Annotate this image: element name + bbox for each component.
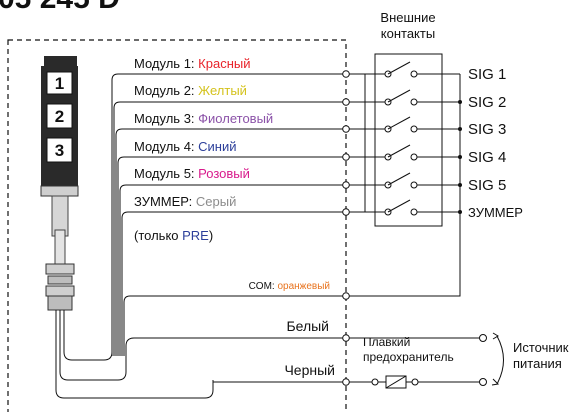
pre-note: (только PRE) xyxy=(134,228,213,243)
terminal-1 xyxy=(342,70,350,78)
module-5-color: Розовый xyxy=(198,166,250,181)
tower-nut-2 xyxy=(47,275,73,285)
wire-module-1 xyxy=(111,73,344,356)
fuse-label-line-1: Плавкий xyxy=(363,335,410,349)
com-return-wire xyxy=(349,74,461,297)
module-1-color: Красный xyxy=(198,56,250,71)
fuse xyxy=(371,375,419,389)
tower-nut-3 xyxy=(45,285,75,297)
terminal-com xyxy=(342,292,350,300)
wire-white xyxy=(125,337,344,372)
wire-module-3 xyxy=(115,128,344,356)
module-wires xyxy=(111,73,344,383)
white-wire-label: Белый xyxy=(286,318,329,334)
terminal-black xyxy=(342,378,350,386)
device-boundary xyxy=(7,39,347,412)
source-terminal-top xyxy=(479,334,487,342)
buzzer-label: ЗУММЕР: Серый xyxy=(134,194,236,209)
source-bracket xyxy=(496,335,504,385)
wire-buzzer xyxy=(121,211,344,356)
switch-contacts xyxy=(384,61,460,216)
terminal-white xyxy=(342,334,350,342)
cable-bundle xyxy=(55,310,214,399)
com-color: оранжевый xyxy=(277,281,330,292)
module-labels: Модуль 1: Красный Модуль 2: Желтый Модул… xyxy=(134,56,273,243)
switch-2 xyxy=(384,89,460,106)
switch-1 xyxy=(384,61,460,78)
terminal-3 xyxy=(342,125,350,133)
junction-dots xyxy=(458,100,462,214)
module-3-color: Фиолетовый xyxy=(198,111,273,126)
wire-module-4 xyxy=(117,156,344,356)
module-label-5: Модуль 5: Розовый xyxy=(134,166,250,181)
switch-buzzer xyxy=(384,199,460,216)
module-label-4: Модуль 4: Синий xyxy=(134,139,237,154)
wire-com xyxy=(123,295,344,356)
tower-tier-1 xyxy=(46,71,73,95)
black-wire-label: Черный xyxy=(284,362,335,378)
tower-number-1: 1 xyxy=(55,74,64,93)
tower-number-2: 2 xyxy=(55,107,64,126)
signal-tower: 1 2 3 xyxy=(40,56,79,311)
external-wires xyxy=(349,73,480,383)
terminal-5 xyxy=(342,181,350,189)
external-contacts-line-2: контакты xyxy=(381,26,435,41)
buzzer-color: Серый xyxy=(196,194,236,209)
sig-label-3: SIG 3 xyxy=(468,121,506,138)
title-partial: 05 245 D xyxy=(0,0,120,15)
module-label-1: Модуль 1: Красный xyxy=(134,56,250,71)
tower-nut-1 xyxy=(45,263,75,275)
module-label-2: Модуль 2: Желтый xyxy=(134,83,247,98)
tower-neck xyxy=(40,185,79,197)
module-label-3: Модуль 3: Фиолетовый xyxy=(134,111,273,126)
source-label-line-2: питания xyxy=(513,356,562,371)
terminal-4 xyxy=(342,153,350,161)
fuse-label-line-2: предохранитель xyxy=(363,350,454,364)
terminals xyxy=(342,70,350,386)
switch-4 xyxy=(384,144,460,161)
source-label-line-1: Источник xyxy=(513,340,569,355)
module-4-color: Синий xyxy=(198,139,236,154)
source-terminal-bottom xyxy=(479,378,487,386)
sig-label-4: SIG 4 xyxy=(468,149,506,166)
tower-cap xyxy=(44,56,77,66)
wire-module-2 xyxy=(113,101,344,356)
com-label: COM: оранжевый xyxy=(249,281,330,292)
tower-tier-2 xyxy=(46,103,73,129)
sig-label-1: SIG 1 xyxy=(468,66,506,83)
terminal-buzzer xyxy=(342,208,350,216)
switch-5 xyxy=(384,172,460,189)
pre-highlight: PRE xyxy=(182,228,209,243)
terminal-2 xyxy=(342,98,350,106)
tower-base xyxy=(47,295,73,311)
tower-stem xyxy=(54,229,66,265)
tower-tier-3 xyxy=(46,137,73,163)
external-contacts-line-1: Внешние xyxy=(380,10,435,25)
sig-label-5: SIG 5 xyxy=(468,177,506,194)
module-2-color: Желтый xyxy=(198,83,247,98)
external-contacts-box xyxy=(374,53,443,227)
tower-number-3: 3 xyxy=(55,141,64,160)
wire-module-5 xyxy=(119,184,344,356)
switch-3 xyxy=(384,116,460,133)
sig-label-2: SIG 2 xyxy=(468,94,506,111)
sig-label-buzzer: ЗУММЕР xyxy=(468,205,523,220)
